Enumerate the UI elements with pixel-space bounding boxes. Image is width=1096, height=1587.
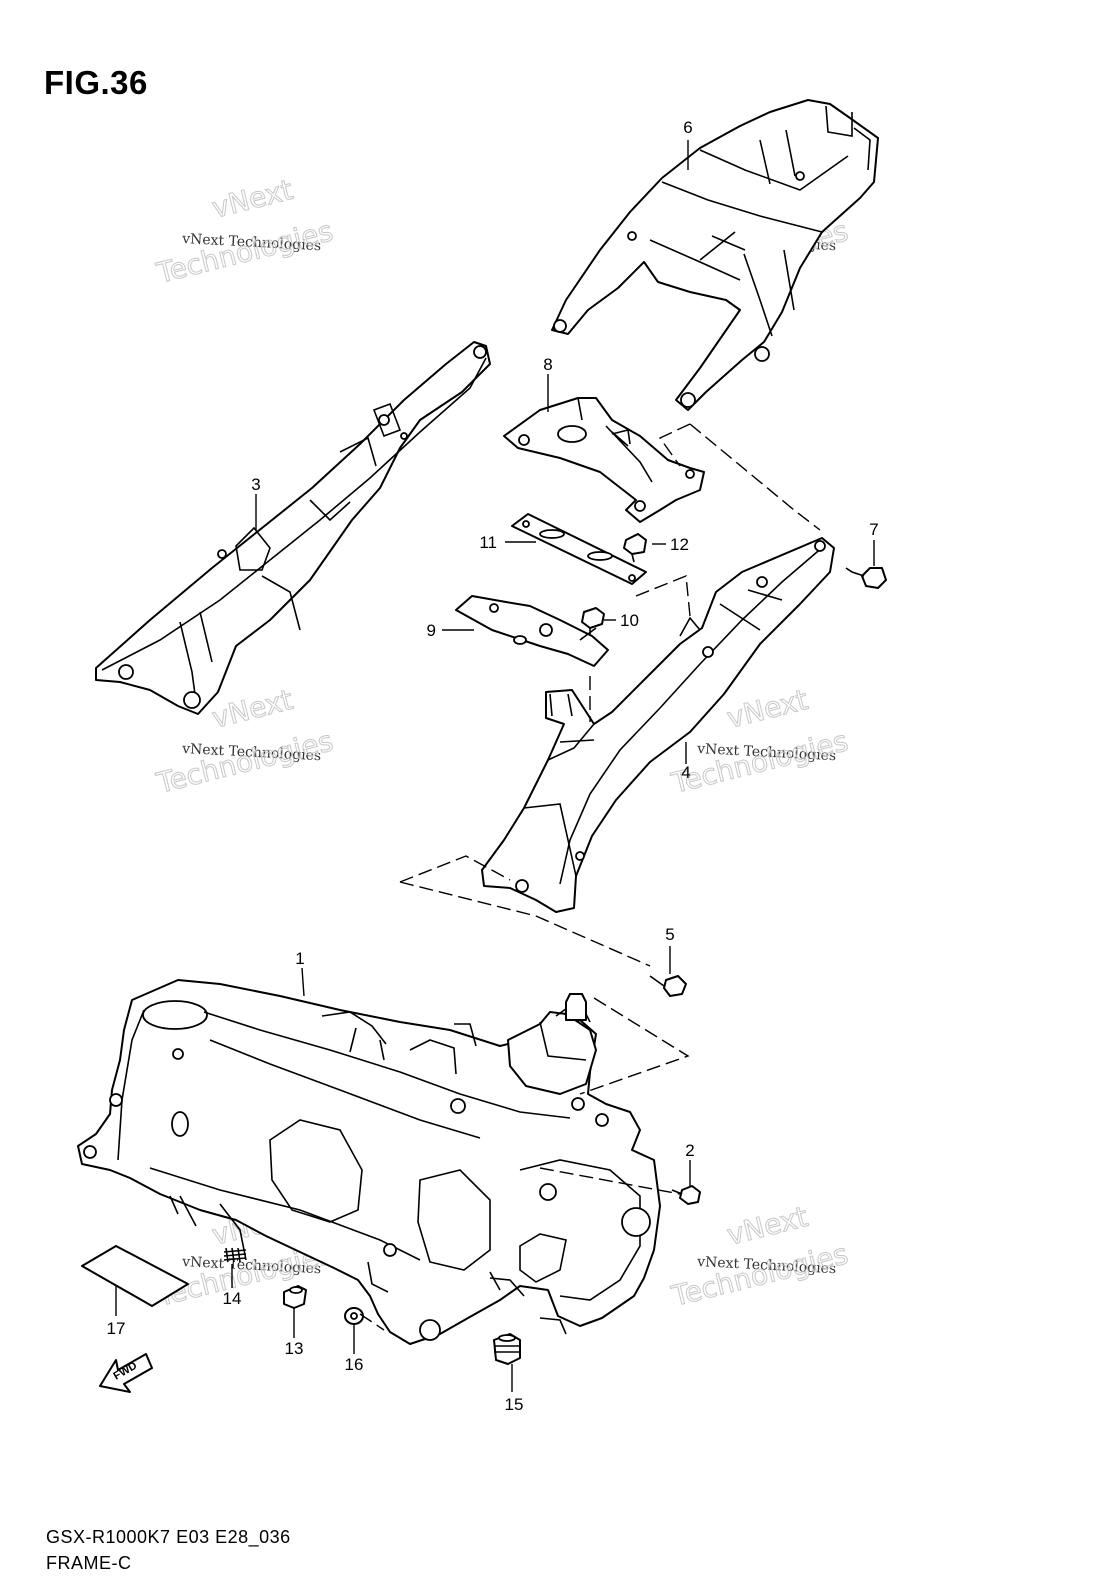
callout-17: 17: [107, 1319, 126, 1338]
model-code-label: GSX-R1000K7 E03 E28_036: [46, 1527, 291, 1547]
svg-text:Technologies: Technologies: [153, 214, 336, 290]
part-4-lower-subframe: [481, 537, 835, 913]
part-8-bracket: [503, 397, 705, 523]
callout-16: 16: [345, 1355, 364, 1374]
part-9-bracket-plate: [455, 595, 609, 667]
callout-13: 13: [285, 1339, 304, 1358]
part-2-bolt: [671, 1185, 701, 1205]
part-12-bolt: [623, 533, 647, 563]
assembly-guide-lines: [359, 423, 821, 1331]
part-17-label-sticker: [81, 1245, 189, 1307]
part-5-bolt: [649, 975, 687, 997]
callout-14: 14: [223, 1289, 242, 1308]
watermark-top-left: vNext vNext Technologies Technologies: [152, 172, 336, 290]
callout-12: 12: [670, 535, 689, 554]
watermark-bottom-right: vNext vNext Technologies Technologies: [667, 1199, 851, 1313]
svg-text:vNext Technologies: vNext Technologies: [696, 741, 837, 764]
svg-text:vNext: vNext: [209, 683, 296, 735]
callout-8: 8: [543, 355, 552, 374]
callout-4: 4: [681, 763, 690, 782]
part-11-plate: [511, 513, 647, 585]
part-14-bolt: [223, 1247, 247, 1263]
callout-3: 3: [251, 475, 260, 494]
part-7-bolt: [845, 567, 887, 589]
svg-text:vNext Technologies: vNext Technologies: [181, 231, 322, 254]
svg-text:Technologies: Technologies: [153, 724, 336, 800]
part-3-side-frame: [95, 341, 491, 715]
svg-text:Technologies: Technologies: [668, 1237, 851, 1313]
callout-15: 15: [505, 1395, 524, 1414]
section-name-label: FRAME-C: [46, 1553, 132, 1573]
part-15-adjuster: [493, 1333, 521, 1365]
svg-text:Technologies: Technologies: [668, 724, 851, 800]
svg-text:vNext: vNext: [724, 683, 811, 735]
callout-leaders: [115, 140, 875, 1392]
callout-labels: 6 8 3 11 12 7 9 10 4 5 1 2 14 13 16 15 1…: [107, 118, 879, 1414]
callout-1: 1: [295, 949, 304, 968]
part-16-washer: [344, 1307, 364, 1325]
svg-text:vNext: vNext: [209, 173, 296, 225]
callout-5: 5: [665, 925, 674, 944]
part-1-main-frame: [77, 979, 661, 1345]
fwd-arrow-icon: FWD: [99, 1353, 153, 1393]
part-6-seat-rail: [551, 99, 879, 411]
svg-text:vNext Technologies: vNext Technologies: [181, 1254, 322, 1277]
callout-7: 7: [869, 520, 878, 539]
callout-11: 11: [479, 533, 497, 552]
figure-title: FIG.36: [44, 64, 148, 101]
callout-6: 6: [683, 118, 692, 137]
svg-text:vNext: vNext: [724, 1200, 811, 1252]
svg-text:vNext Technologies: vNext Technologies: [181, 741, 322, 764]
callout-2: 2: [685, 1141, 694, 1160]
part-13-collar: [283, 1285, 307, 1309]
callout-9: 9: [427, 621, 436, 640]
part-10-bolt: [581, 607, 605, 636]
svg-text:vNext Technologies: vNext Technologies: [696, 1254, 837, 1277]
callout-10: 10: [620, 611, 639, 630]
